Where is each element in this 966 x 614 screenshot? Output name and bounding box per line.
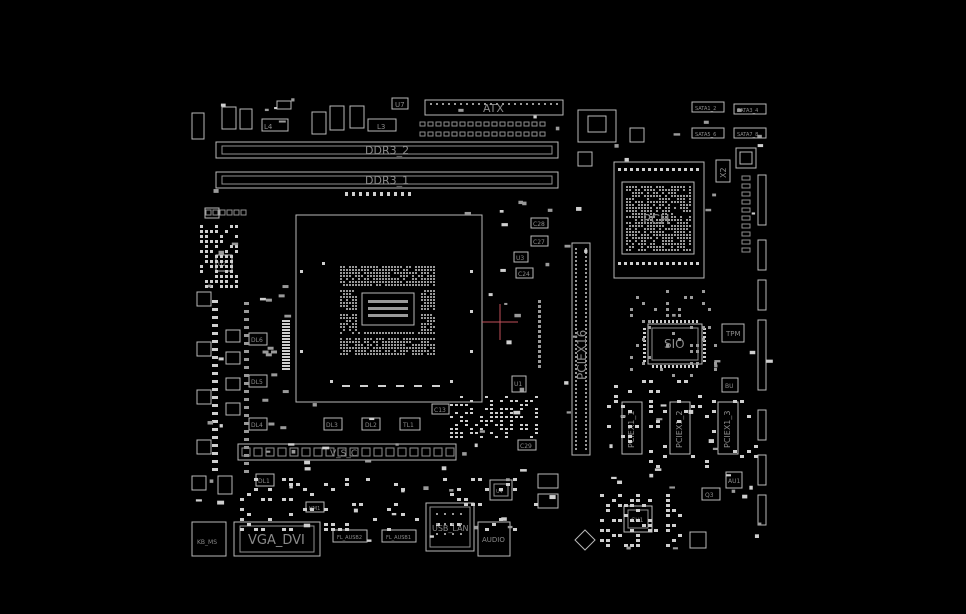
audio-label: AUDIO (482, 536, 505, 544)
ddr3-1-slot: DDR3_1 (215, 171, 559, 189)
dl5-label: DL5 (251, 379, 263, 386)
sata2-label: SATA3_4 (737, 108, 758, 114)
c24-label: C24 (518, 271, 530, 278)
vga-dvi-label: VGA_DVI (248, 533, 305, 548)
ddr3-2-label: DDR3_2 (365, 144, 409, 157)
fl-ausb1-label: FL_AUSB1 (386, 535, 411, 541)
q3-label: Q3 (705, 492, 714, 499)
l3-label: L3 (377, 123, 385, 131)
atx-connector: ATX (424, 99, 564, 116)
sata4-label: SATA7_8 (737, 132, 758, 138)
svg-text:DL2: DL2 (365, 422, 377, 429)
x2-label: X2 (719, 167, 728, 178)
hm1-label: HM1 (309, 506, 320, 512)
svg-text:V_S_C: V_S_C (330, 449, 357, 459)
pciex1-3-label: PCIEX1_3 (723, 411, 732, 448)
pciex16-label: PCIEX16 (575, 330, 589, 380)
u2-label: U2 (218, 261, 226, 268)
scattered-components (195, 98, 773, 550)
u7-label: U7 (395, 101, 405, 109)
atx-label: ATX (483, 102, 504, 115)
pciex1-1-label: PCIEX1_1 (627, 411, 636, 448)
sata1-label: SATA1_2 (695, 106, 716, 112)
cpu-right-caps: C28 C27 U3 C24 U1 C13 C29 (431, 217, 549, 451)
right-lower-area: AU1 Q3 CU1 (574, 175, 758, 551)
c28-label: C28 (533, 221, 545, 228)
u4-label: U4 (496, 489, 503, 495)
pciex1-2-label: PCIEX1_2 (675, 411, 684, 448)
pciex16-slot: PCIEX16 (571, 242, 591, 456)
c13-label: C13 (434, 407, 446, 414)
ddr3-2-slot: DDR3_2 (215, 141, 559, 159)
dl1-label: DL1 (258, 478, 270, 485)
bottom-vrm-strip: V_S_C (237, 443, 457, 461)
fl-ausb2-label: FL_AUSB2 (337, 535, 362, 541)
usb-lan-label: USB_LAN (432, 524, 469, 533)
kb-ms-label: KB_MS (197, 539, 217, 546)
u1-label: U1 (514, 381, 522, 388)
au1-label: AU1 (728, 478, 740, 485)
cpu-socket (295, 214, 483, 403)
pciex1-1-slot: PCIEX1_1 (621, 401, 643, 455)
dl4-label: DL4 (251, 422, 263, 429)
pch-label: PCH (643, 213, 670, 228)
c27-label: C27 (533, 239, 545, 246)
dl6-label: DL6 (251, 337, 263, 344)
sata3-label: SATA5_6 (695, 132, 716, 138)
io-connectors: KB_MS VGA_DVI HM1 FL_AUSB2 FL_AUSB1 USB_… (191, 473, 559, 557)
tpm-label: TPM (725, 330, 741, 338)
crosshair-marker (482, 304, 518, 340)
top-left-power-area: L4 L3 U7 (191, 97, 409, 140)
pciex1-3-slot: PCIEX1_3 (717, 401, 739, 455)
l4-label: L4 (264, 123, 273, 131)
right-top-area: SATA1_2 SATA3_4 SATA5_6 SATA7_8 X2 (577, 101, 767, 526)
dl3-label: DL3 (326, 422, 338, 429)
tl1-label: TL1 (402, 422, 414, 429)
ddr3-1-label: DDR3_1 (365, 174, 409, 187)
tpm-chip: TPM BU (721, 323, 745, 393)
u3-label: U3 (516, 255, 524, 262)
bu-label: BU (725, 383, 734, 390)
c29-label: C29 (520, 443, 532, 450)
pch-chip: PCH (613, 161, 705, 279)
